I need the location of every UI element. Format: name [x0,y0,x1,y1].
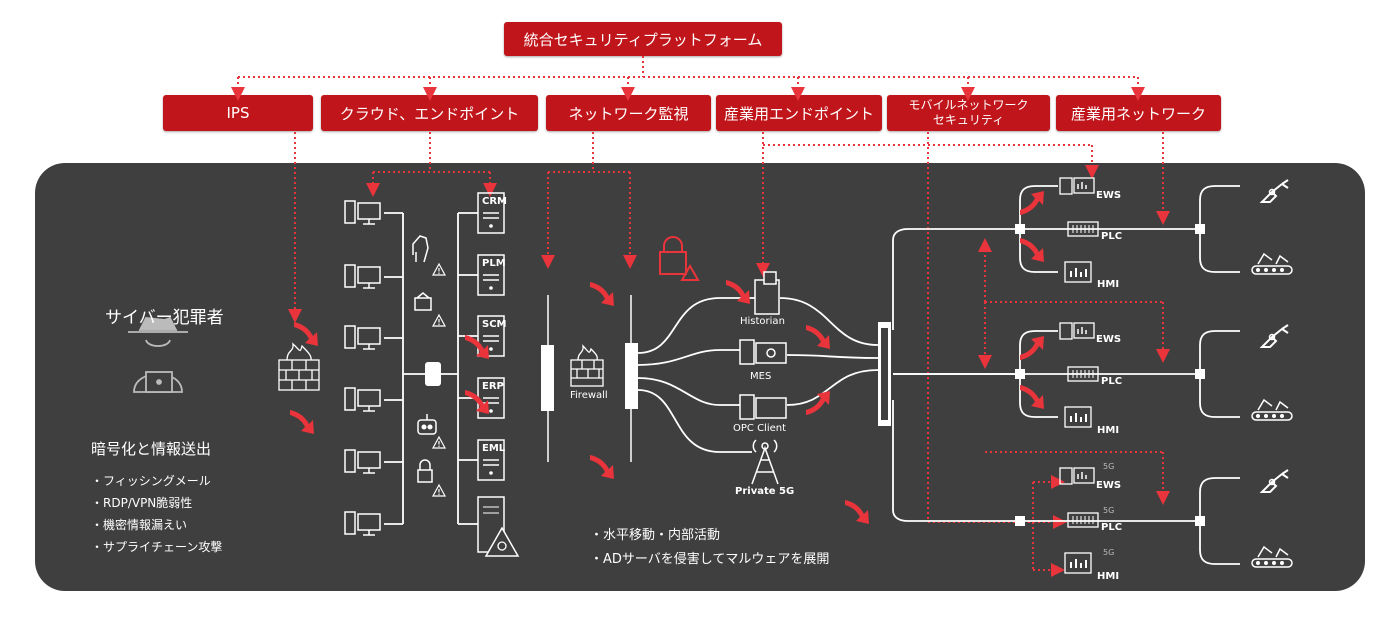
mes-label: MES [750,371,772,382]
lateral-line2: ・ADサーバを侵害してマルウェアを展開 [590,552,830,567]
ews-label: EWS [1096,190,1122,201]
category-cloud-endpoint: クラウド、エンドポイント [321,95,538,131]
attacker-item: ・RDP/VPN脆弱性 [91,496,193,510]
server-label-plm: PLM [482,258,506,269]
category-label: クラウド、エンドポイント [339,104,520,123]
attacker-item: ・フィッシングメール [91,474,211,488]
attacker-item: ・サプライチェーン攻撃 [91,540,223,554]
category-label-line1: モバイルネットワーク [908,98,1029,112]
server-label-eml: EML [482,443,506,454]
plc-label: PLC [1101,522,1123,533]
lateral-line1: ・水平移動・内部活動 [590,528,721,543]
category-ips: IPS [163,95,313,131]
server-label-scm: SCM [482,319,507,330]
hmi-label: HMI [1097,571,1120,582]
plc-label: PLC [1101,376,1123,387]
category-network-monitoring: ネットワーク監視 [546,95,711,131]
category-label: ネットワーク監視 [568,104,689,123]
firewall-label: Firewall [570,390,608,401]
network-panel [35,163,1365,591]
ews-label: EWS [1096,334,1122,345]
server-label-crm: CRM [482,196,507,207]
fiveg-badge: 5G [1103,462,1115,471]
attacker-subtitle: 暗号化と情報送出 [91,440,212,458]
category-mobile-network-security: モバイルネットワーク セキュリティ [887,95,1050,131]
fiveg-badge: 5G [1103,506,1115,515]
plc-label: PLC [1101,231,1123,242]
platform-title: 統合セキュリティプラットフォーム [523,30,763,49]
server-label-erp: ERP [482,381,504,392]
category-label: 産業用ネットワーク [1070,104,1206,123]
historian-label: Historian [740,316,785,327]
category-label: 産業用エンドポイント [723,104,874,123]
category-label: IPS [226,104,250,122]
private5g-label: Private 5G [735,486,795,497]
category-label-line2: セキュリティ [932,113,1005,127]
category-industrial-network: 産業用ネットワーク [1056,95,1221,131]
hmi-label: HMI [1097,425,1120,436]
platform-title-box: 統合セキュリティプラットフォーム [504,22,782,56]
attacker-item: ・機密情報漏えい [91,518,188,532]
opc-label: OPC Client [733,423,787,434]
hmi-label: HMI [1097,279,1120,290]
attacker-title: サイバー犯罪者 [105,308,224,328]
category-industrial-endpoint: 産業用エンドポイント [716,95,882,131]
fiveg-badge: 5G [1103,548,1115,557]
ews-label: EWS [1096,480,1122,491]
